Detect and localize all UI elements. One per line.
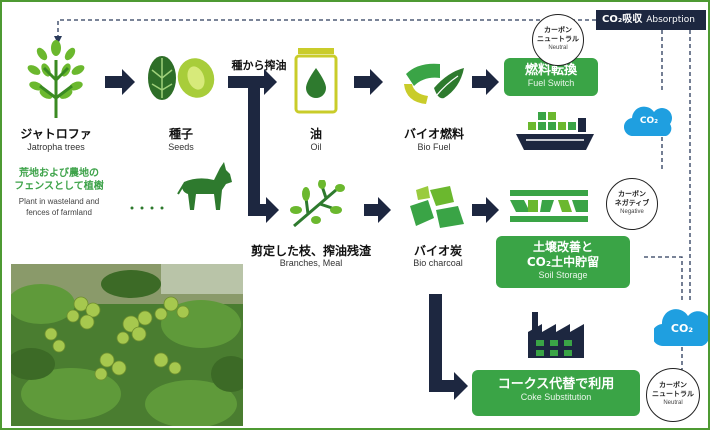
oil-label-jp: 油 xyxy=(309,127,322,141)
biochar-label-jp: バイオ炭 xyxy=(413,244,462,258)
soil-layers-icon xyxy=(510,190,588,222)
soil-storage-box: 土壌改善と CO₂土中貯留 Soil Storage xyxy=(496,236,630,288)
coke-en: Coke Substitution xyxy=(520,392,592,402)
negative-en: Negative xyxy=(620,209,644,215)
neutral-bottom-jp-1: カーボン xyxy=(659,381,687,389)
fuel-switch-jp: 燃料転換 xyxy=(524,63,577,78)
soil-storage-en: Soil Storage xyxy=(538,270,588,280)
jatropha-fruit-photo xyxy=(11,264,243,426)
branches-label-jp: 剪定した枝、搾油残渣 xyxy=(250,244,371,258)
neutral-bottom-jp-2: ニュートラル xyxy=(652,390,694,398)
coke-jp: コークス代替で利用 xyxy=(497,377,615,392)
negative-jp-1: カーボン xyxy=(618,190,646,198)
coke-substitution-box: コークス代替で利用 Coke Substitution xyxy=(472,370,640,416)
jatropha-photo-art xyxy=(11,264,243,426)
negative-badge: カーボン ネガティブ Negative xyxy=(606,178,658,230)
jatropha-label-jp: ジャトロファ xyxy=(20,127,92,141)
seed-icon xyxy=(148,56,215,100)
branch-icon xyxy=(290,180,345,228)
biochar-label-en: Bio charcoal xyxy=(413,258,463,268)
biofuel-label-jp: バイオ燃料 xyxy=(403,127,464,141)
neutral-bottom-en: Neutral xyxy=(663,400,683,406)
cloud-icon-large: CO₂ xyxy=(654,308,708,348)
soil-storage-jp-1: 土壌改善と xyxy=(532,240,593,254)
neutral-badge-top: カーボン ニュートラル Neutral xyxy=(532,14,584,66)
neutral-top-jp-1: カーボン xyxy=(544,26,572,34)
neutral-top-jp-2: ニュートラル xyxy=(537,35,579,43)
fuel-switch-en: Fuel Switch xyxy=(527,78,575,88)
donkey-icon xyxy=(130,162,232,210)
jatropha-label-en: Jatropha trees xyxy=(27,142,85,152)
branches-label-en: Branches, Meal xyxy=(279,258,343,268)
seeds-label-en: Seeds xyxy=(168,142,194,152)
planting-text-jp-1: 荒地および農地の xyxy=(19,168,99,179)
planting-text-en-1: Plant in wasteland and xyxy=(18,197,100,206)
press-label: 種から搾油 xyxy=(231,59,287,72)
cloud-large-label: CO₂ xyxy=(670,322,694,335)
jatropha-tree-icon xyxy=(27,40,85,118)
planting-text-jp-2: フェンスとして植樹 xyxy=(14,181,104,192)
planting-text-en-2: fences of farmland xyxy=(26,208,92,217)
neutral-badge-bottom: カーボン ニュートラル Neutral xyxy=(646,368,700,422)
cloud-icon-small: CO₂ xyxy=(624,106,674,138)
soil-storage-jp-2: CO₂土中貯留 xyxy=(526,255,600,269)
seeds-label-jp: 種子 xyxy=(168,127,193,141)
neutral-top-en: Neutral xyxy=(548,45,568,51)
cargo-ship-icon xyxy=(516,112,594,150)
oil-label-en: Oil xyxy=(310,142,322,152)
cloud-small-label: CO₂ xyxy=(639,116,659,126)
factory-icon xyxy=(528,312,584,358)
biofuel-label-en: Bio Fuel xyxy=(417,142,451,152)
oil-bottle-icon xyxy=(294,48,338,114)
charcoal-icon xyxy=(410,186,464,228)
negative-jp-2: ネガティブ xyxy=(614,199,650,207)
fuel-nozzle-icon xyxy=(404,63,464,104)
